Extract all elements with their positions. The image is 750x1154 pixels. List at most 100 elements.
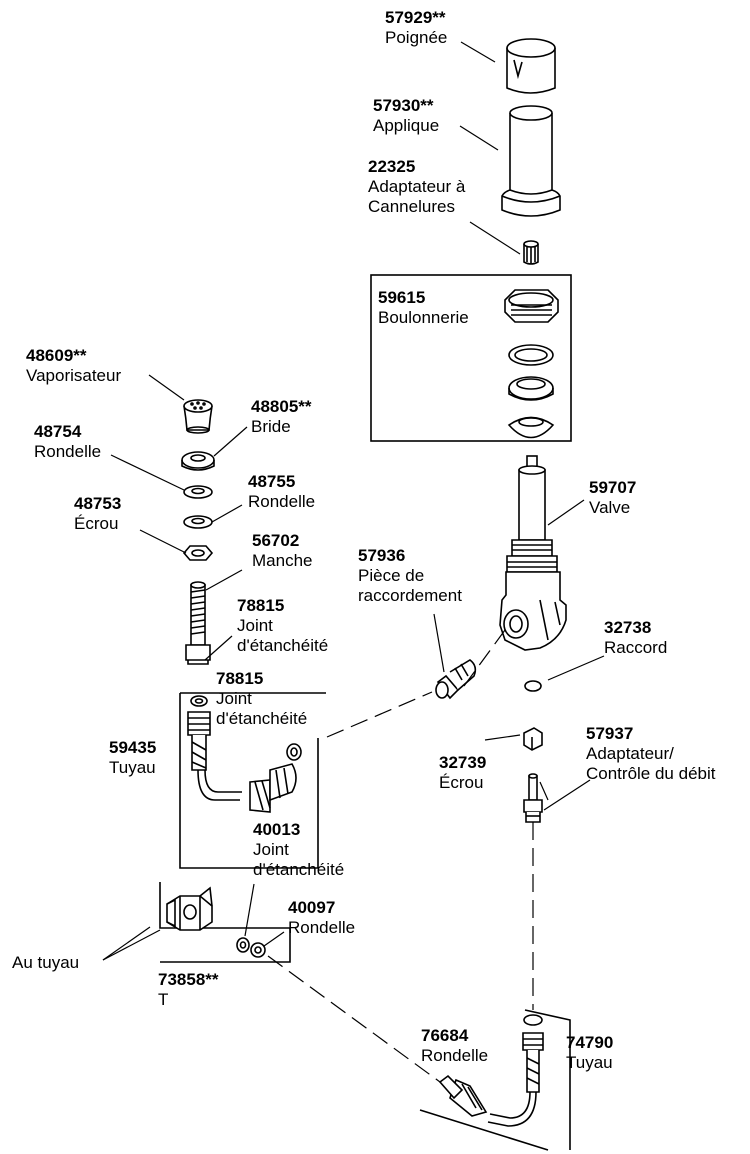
part-name-line2: d'étanchéité xyxy=(216,709,308,728)
label-spline-adapter: 22325 Adaptateur à Cannelures xyxy=(368,157,465,217)
label-washer-40097: 40097 Rondelle xyxy=(288,898,355,938)
part-name: Joint xyxy=(237,616,273,635)
tee-drawing xyxy=(166,886,213,931)
assembly-lines xyxy=(102,629,534,1083)
sprayer-drawing xyxy=(183,399,213,434)
adapter-flow-drawing xyxy=(523,773,543,823)
label-washer-48755: 48755 Rondelle xyxy=(248,472,315,512)
label-hardware: 59615 Boulonnerie xyxy=(378,288,469,328)
part-name: Bride xyxy=(251,417,291,436)
part-name: Joint xyxy=(253,840,289,859)
connector-drawing xyxy=(435,659,477,700)
bracket-drawing xyxy=(181,451,215,471)
label-hose-74790: 74790 Tuyau xyxy=(566,1033,613,1073)
label-adapter-flow: 57937 Adaptateur/ Contrôle du débit xyxy=(586,724,715,784)
part-number: 48609** xyxy=(26,346,87,365)
seal-40013-drawing xyxy=(236,937,250,953)
part-name: Applique xyxy=(373,116,440,135)
part-number: 48755 xyxy=(248,472,296,491)
annotation-to-hose: Au tuyau xyxy=(12,953,80,972)
part-name: Pièce de xyxy=(358,566,425,585)
part-number: 59707 xyxy=(589,478,637,497)
washer-40097-drawing xyxy=(250,942,266,958)
hardware-drawing xyxy=(504,289,559,439)
nut-48753-drawing xyxy=(182,545,214,561)
part-name: Valve xyxy=(589,498,631,517)
nut-32739-drawing xyxy=(523,727,543,751)
label-to-hose: Au tuyau xyxy=(12,953,79,973)
part-number: 73858** xyxy=(158,970,219,989)
part-name-line2: Contrôle du débit xyxy=(586,764,716,783)
fitting-drawing xyxy=(524,680,542,692)
label-fitting: 32738 Raccord xyxy=(604,618,667,658)
part-number: 48754 xyxy=(34,422,82,441)
part-number: 40013 xyxy=(253,820,301,839)
part-name: Raccord xyxy=(604,638,668,657)
label-hose-59435: 59435 Tuyau xyxy=(109,738,156,778)
part-name: Rondelle xyxy=(421,1046,489,1065)
part-number: 40097 xyxy=(288,898,336,917)
label-seal-78815-a: 78815 Joint d'étanchéité xyxy=(237,596,328,656)
part-number: 22325 xyxy=(368,157,416,176)
label-valve: 59707 Valve xyxy=(589,478,636,518)
part-name: Adaptateur/ xyxy=(586,744,674,763)
part-number: 32738 xyxy=(604,618,652,637)
seal-78815-b-drawing xyxy=(286,743,302,761)
part-name: Adaptateur à xyxy=(368,177,466,196)
part-number: 59615 xyxy=(378,288,426,307)
hose-59435-drawing xyxy=(187,711,297,813)
part-name: Joint xyxy=(216,689,252,708)
part-number: 57930** xyxy=(373,96,434,115)
spline-adapter-drawing xyxy=(523,240,539,265)
part-number: 48805** xyxy=(251,397,312,416)
label-sprayer: 48609** Vaporisateur xyxy=(26,346,121,386)
label-washer-76684: 76684 Rondelle xyxy=(421,1026,488,1066)
label-nut-32739: 32739 Écrou xyxy=(439,753,486,793)
part-number: 78815 xyxy=(237,596,285,615)
part-name: Écrou xyxy=(74,514,119,533)
label-escutcheon: 57930** Applique xyxy=(373,96,439,136)
part-name: Tuyau xyxy=(566,1053,613,1072)
label-tee: 73858** T xyxy=(158,970,219,1010)
label-handle: 57929** Poignée xyxy=(385,8,447,48)
part-name: T xyxy=(158,990,169,1009)
part-number: 76684 xyxy=(421,1026,469,1045)
shank-drawing xyxy=(185,581,211,665)
part-name: Poignée xyxy=(385,28,448,47)
part-name-line2: d'étanchéité xyxy=(253,860,345,879)
seal-78815-a-drawing xyxy=(190,695,208,707)
part-number: 74790 xyxy=(566,1033,614,1052)
label-seal-78815-b: 78815 Joint d'étanchéité xyxy=(216,669,307,729)
washer-76684-drawing xyxy=(523,1014,543,1026)
escutcheon-drawing xyxy=(501,105,561,217)
part-number: 56702 xyxy=(252,531,300,550)
hose-74790-bracket xyxy=(419,1009,571,1151)
part-number: 57936 xyxy=(358,546,406,565)
label-connector: 57936 Pièce de raccordement xyxy=(358,546,462,606)
part-name-line2: raccordement xyxy=(358,586,462,605)
part-name: Vaporisateur xyxy=(26,366,122,385)
hose-59435-bracket xyxy=(179,693,319,869)
part-name: Tuyau xyxy=(109,758,156,777)
handle-drawing xyxy=(506,38,556,94)
tee-bracket xyxy=(159,882,291,963)
label-seal-40013: 40013 Joint d'étanchéité xyxy=(253,820,344,880)
leader-lines xyxy=(102,41,605,961)
part-number: 32739 xyxy=(439,753,487,772)
part-name: Écrou xyxy=(439,773,484,792)
part-name-line2: Cannelures xyxy=(368,197,455,216)
part-number: 59435 xyxy=(109,738,157,757)
label-washer-48754: 48754 Rondelle xyxy=(34,422,101,462)
washer-48754-drawing xyxy=(183,485,213,499)
part-number: 48753 xyxy=(74,494,122,513)
part-name: Boulonnerie xyxy=(378,308,469,327)
part-name: Rondelle xyxy=(288,918,356,937)
label-nut-48753: 48753 Écrou xyxy=(74,494,121,534)
part-name-line2: d'étanchéité xyxy=(237,636,329,655)
label-shank: 56702 Manche xyxy=(252,531,312,571)
part-name: Rondelle xyxy=(34,442,102,461)
part-number: 57937 xyxy=(586,724,634,743)
part-number: 57929** xyxy=(385,8,446,27)
